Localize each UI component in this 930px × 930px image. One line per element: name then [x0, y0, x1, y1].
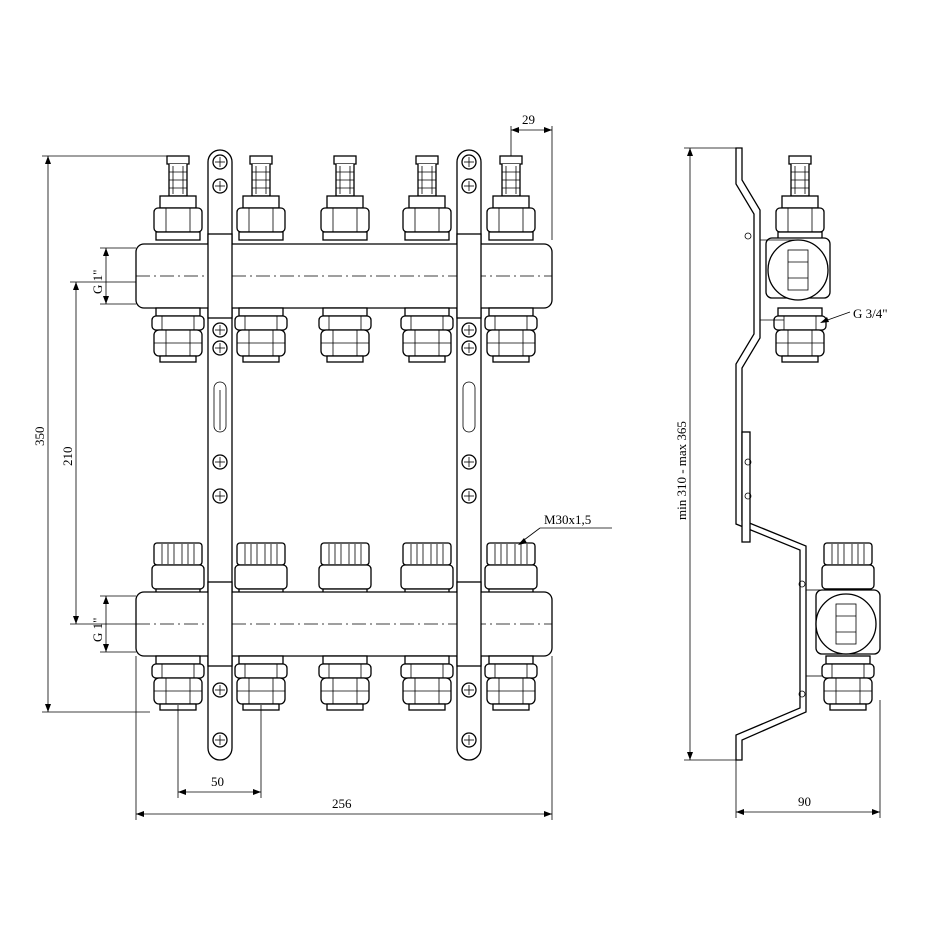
- dim-inlet-thread-bottom: G 1": [90, 618, 105, 642]
- front-view: [135, 149, 553, 761]
- return-manifold-body: [135, 581, 553, 667]
- dim-overall-height: 350: [32, 427, 47, 447]
- dim-overall-width: 256: [332, 796, 352, 811]
- dim-flowmeter-offset: 29: [522, 112, 535, 127]
- supply-manifold-body: [135, 233, 553, 319]
- dim-valve-thread: M30x1,5: [544, 512, 591, 527]
- side-flowmeter: [760, 155, 831, 363]
- side-valve: [806, 542, 881, 711]
- dim-inlet-thread-top: G 1": [90, 270, 105, 294]
- dim-outlet-pitch: 50: [211, 774, 224, 789]
- side-view: [735, 147, 881, 761]
- dim-outlet-thread: G 3/4": [853, 306, 888, 321]
- dim-depth: 90: [798, 794, 811, 809]
- front-dimensions: 29 350 210 G 1" G 1" M30x1,5: [32, 112, 612, 820]
- dim-height-range: min 310 - max 365: [674, 421, 689, 520]
- dim-axis-distance: 210: [60, 447, 75, 467]
- side-dimensions: G 3/4" min 310 - max 365 90: [674, 147, 888, 818]
